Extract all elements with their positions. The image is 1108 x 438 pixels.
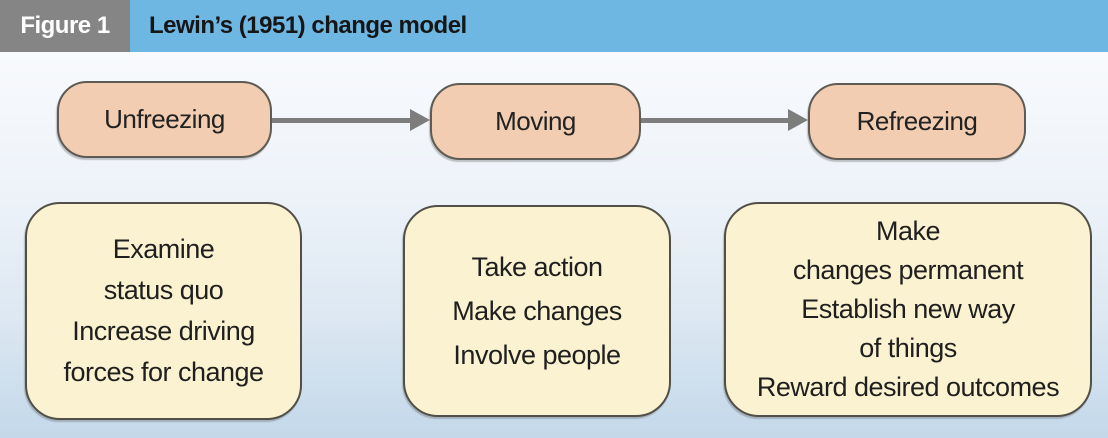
arrow-right-icon (641, 109, 808, 131)
box-text-line: Involve people (453, 340, 621, 370)
stage-pill-refreezing: Refreezing (808, 83, 1026, 160)
box-text-line: forces for change (63, 357, 264, 387)
arrow-shaft (641, 117, 788, 123)
stage-box-refreezing: Make changes permanent Establish new way… (724, 202, 1092, 417)
arrow-head (788, 109, 808, 131)
stage-box-moving: Take action Make changes Involve people (403, 205, 671, 417)
arrow-right-icon (272, 109, 430, 131)
box-text-line: Reward desired outcomes (756, 372, 1060, 402)
box-text-line: Make changes (452, 296, 622, 326)
figure-header: Figure 1 Lewin’s (1951) change model (0, 0, 1108, 52)
figure-number-label: Figure 1 (0, 0, 130, 52)
box-text-line: Increase driving (72, 316, 255, 346)
stage-pill-moving: Moving (430, 83, 641, 160)
box-text-line: Examine (112, 234, 215, 264)
diagram-canvas: Unfreezing Moving Refreezing Examine sta… (0, 52, 1108, 438)
box-text-line: status quo (103, 275, 224, 305)
stage-pill-unfreezing: Unfreezing (57, 81, 272, 158)
box-text-line: Take action (471, 252, 603, 282)
box-text-line: Establish new way (801, 294, 1015, 324)
box-text-line: changes permanent (792, 255, 1024, 285)
arrow-head (410, 109, 430, 131)
box-text-line: Make (875, 216, 941, 246)
stage-box-unfreezing: Examine status quo Increase driving forc… (25, 202, 302, 420)
figure-title: Lewin’s (1951) change model (130, 0, 1108, 52)
arrow-shaft (272, 117, 410, 123)
box-text-line: of things (859, 333, 957, 363)
